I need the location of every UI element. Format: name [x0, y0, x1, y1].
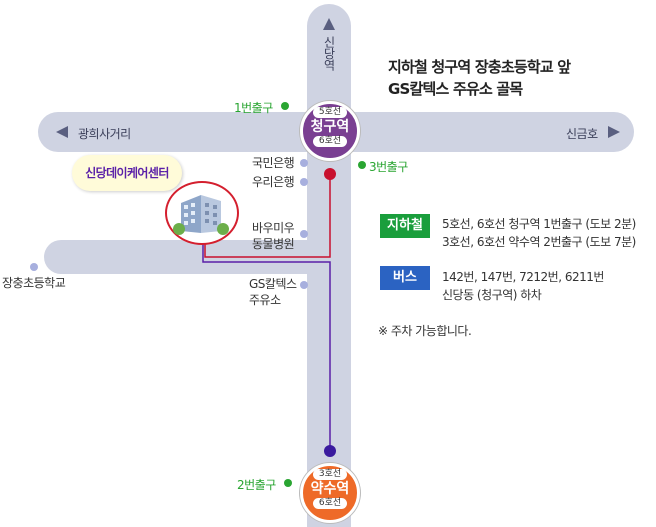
- east-arrow-icon: [608, 126, 620, 138]
- baumimu-label-1: 바우미우: [252, 221, 295, 235]
- woori-bank-label: 우리은행: [252, 175, 295, 189]
- cheonggu-station-badge[interactable]: 5호선 청구역 6호선: [300, 101, 360, 161]
- route-from-cheonggu: [204, 174, 331, 258]
- destination-label: 신당데이케어센터: [85, 166, 169, 180]
- baumimu-marker: [300, 230, 308, 238]
- road-label-east: 신금호: [566, 127, 598, 141]
- gs-caltex-label-1: GS칼텍스: [249, 277, 297, 291]
- page-title: 지하철 청구역 장충초등학교 앞 GS칼텍스 주유소 골목: [388, 56, 571, 100]
- parking-note: ※ 주차 가능합니다.: [378, 324, 472, 338]
- destination-marker[interactable]: [165, 181, 239, 245]
- jangchung-school-marker: [30, 263, 38, 271]
- road-label-north: 신당역: [322, 36, 336, 71]
- subway-info-line1: 5호선, 6호선 청구역 1번출구 (도보 2분): [442, 217, 636, 231]
- title-line2: GS칼텍스 주유소 골목: [388, 80, 523, 98]
- yaksu-line-top: 3호선: [313, 469, 347, 480]
- yaksu-station-name: 약수역: [310, 481, 350, 497]
- yaksu-station-badge[interactable]: 3호선 약수역 6호선: [300, 463, 360, 523]
- west-arrow-icon: [56, 126, 68, 138]
- cheonggu-exit3-label: 3번출구: [369, 160, 408, 174]
- yaksu-exit2-label: 2번출구: [237, 478, 276, 492]
- jangchung-school-label: 장충초등학교: [2, 276, 66, 290]
- yaksu-line-bottom: 6호선: [313, 498, 347, 509]
- road-label-west: 광희사거리: [78, 127, 131, 141]
- route-from-yaksu: [202, 240, 331, 450]
- baumimu-label-2: 동물병원: [252, 237, 295, 251]
- title-line1: 지하철 청구역 장충초등학교 앞: [388, 58, 571, 76]
- cheonggu-exit3-marker: [358, 161, 366, 169]
- bus-info-line2: 신당동 (청구역) 하차: [442, 288, 542, 302]
- kookmin-bank-marker: [300, 159, 308, 167]
- building-icon: [173, 195, 229, 235]
- bus-badge: 버스: [380, 266, 430, 290]
- subway-info-line2: 3호선, 6호선 약수역 2번출구 (도보 7분): [442, 235, 636, 249]
- subway-badge: 지하철: [380, 214, 430, 238]
- cheonggu-exit1-marker: [281, 102, 289, 110]
- bus-info-line1: 142번, 147번, 7212번, 6211번: [442, 270, 604, 284]
- gs-caltex-label-2: 주유소: [249, 293, 281, 307]
- cheonggu-station-name: 청구역: [310, 119, 350, 135]
- yaksu-exit2-marker: [284, 479, 292, 487]
- cheonggu-line-top: 5호선: [313, 107, 347, 118]
- cheonggu-route-marker: [324, 168, 336, 180]
- north-arrow-icon: [323, 18, 335, 30]
- destination-callout: 신당데이케어센터: [72, 155, 182, 191]
- woori-bank-marker: [300, 178, 308, 186]
- kookmin-bank-label: 국민은행: [252, 156, 295, 170]
- gs-caltex-marker: [300, 281, 308, 289]
- yaksu-route-marker: [324, 445, 336, 457]
- cheonggu-line-bottom: 6호선: [313, 136, 347, 147]
- cheonggu-exit1-label: 1번출구: [234, 101, 273, 115]
